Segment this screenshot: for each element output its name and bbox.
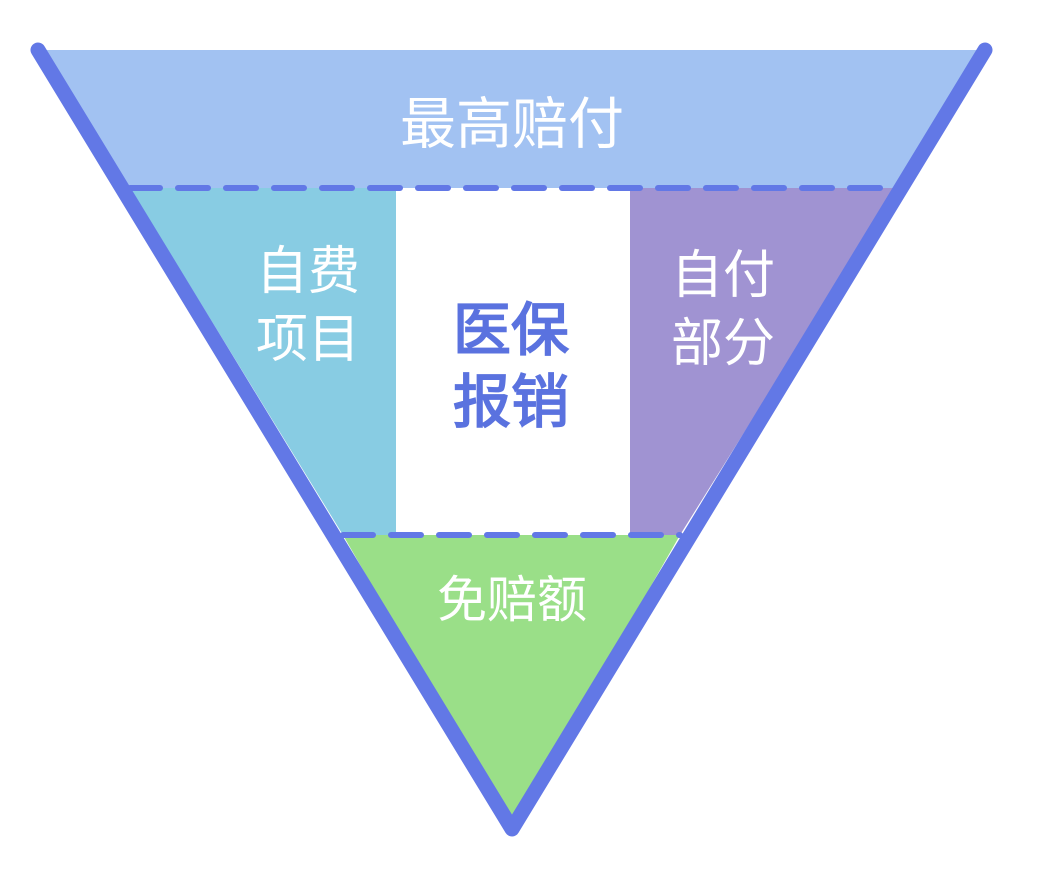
max-payout-band <box>38 50 985 188</box>
self-paid-items-label-line1: 自费 <box>256 242 360 302</box>
max-payout-label: 最高赔付 <box>400 93 624 158</box>
deductible-label: 免赔额 <box>437 571 587 629</box>
self-paid-items-label-line2: 项目 <box>256 310 360 370</box>
co-payment-label-line1: 自付 <box>671 246 775 306</box>
co-payment-panel <box>630 188 897 535</box>
co-payment-label-line2: 部分 <box>671 314 775 374</box>
triangle-outline <box>30 42 993 837</box>
medical-reimbursement-label-line1: 医保 <box>453 296 570 364</box>
self-paid-items-panel <box>130 188 396 535</box>
deductible-triangle <box>343 535 680 829</box>
medical-insurance-reimbursement-panel <box>396 188 630 535</box>
medical-reimbursement-label-line2: 报销 <box>453 368 569 436</box>
